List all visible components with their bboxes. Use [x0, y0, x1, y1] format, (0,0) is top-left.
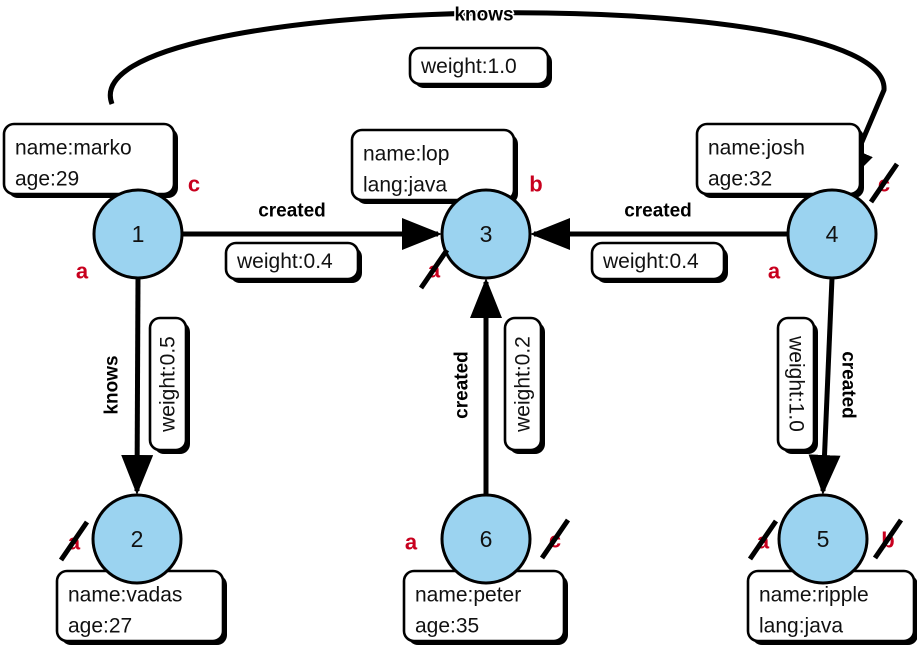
graph-node-2[interactable]: 2 — [91, 493, 183, 585]
edge-1-2-knows[interactable] — [121, 277, 154, 495]
property-text: age:27 — [68, 614, 132, 637]
property-text: weight:0.4 — [236, 250, 333, 273]
node-property-box-5: name:ripple lang:java — [746, 569, 917, 645]
property-text: weight:0.4 — [602, 250, 699, 273]
edges-layer: created created knows created created knows — [100, 3, 887, 495]
annotation-mark-a: a — [75, 257, 90, 284]
property-boxes-layer: weight:0.4 weight:0.4 weight:0.5 weight:0.2… — [2, 46, 917, 645]
property-text: name:ripple — [759, 583, 869, 606]
property-text: weight:1.0 — [420, 55, 517, 78]
annotation-mark-a: a — [767, 257, 782, 284]
edge-label-knows: knows — [102, 355, 123, 414]
node-id-label: 1 — [132, 221, 145, 247]
annotation-letter: a — [405, 530, 418, 555]
edge-label-created: created — [838, 351, 859, 419]
property-text: name:vadas — [68, 583, 182, 606]
edge-weight-box: weight:1.0 — [408, 46, 552, 88]
edge-label-knows: knows — [454, 5, 513, 26]
node-id-label: 3 — [480, 221, 493, 247]
edge-weight-box: weight:0.5 — [148, 316, 190, 454]
property-text: name:peter — [415, 583, 521, 606]
property-text: weight:1.0 — [785, 335, 808, 432]
node-id-label: 5 — [817, 526, 830, 552]
graph-node-6[interactable]: 6 — [440, 493, 532, 585]
property-text: weight:0.5 — [157, 336, 180, 433]
node-property-box-6: name:peter age:35 — [402, 569, 568, 645]
edge-weight-box: weight:0.4 — [590, 241, 728, 283]
graph-node-5[interactable]: 5 — [777, 493, 869, 585]
annotation-letter: b — [529, 172, 542, 197]
annotation-marks-layer: c a b a c a a a c a b — [58, 162, 904, 562]
node-id-label: 2 — [131, 526, 144, 552]
edge-weight-box: weight:0.2 — [503, 316, 545, 454]
property-text: weight:0.2 — [512, 336, 535, 433]
edge-weight-box: weight:1.0 — [776, 316, 818, 454]
annotation-mark-a: a — [404, 528, 419, 555]
node-property-box-3: name:lop lang:java — [350, 128, 518, 204]
node-property-box-2: name:vadas age:27 — [55, 569, 227, 645]
edge-1-4-knows[interactable] — [107, 10, 887, 188]
annotation-letter: a — [768, 259, 781, 284]
edge-label-created: created — [452, 351, 473, 419]
annotation-letter: c — [188, 172, 200, 197]
graph-node-4[interactable]: 4 — [786, 188, 878, 280]
edge-4-5-created[interactable] — [808, 277, 841, 495]
property-text: lang:java — [759, 614, 843, 637]
property-text: age:32 — [708, 167, 772, 190]
annotation-letter: a — [76, 259, 89, 284]
property-text: name:josh — [708, 136, 805, 159]
graph-node-1[interactable]: 1 — [92, 188, 184, 280]
annotation-mark-b-struck: b — [872, 518, 904, 560]
node-id-label: 6 — [480, 526, 493, 552]
node-id-label: 4 — [826, 221, 839, 247]
property-text: age:35 — [415, 614, 479, 637]
node-property-box-4: name:josh age:32 — [695, 122, 864, 198]
edge-weight-box: weight:0.4 — [224, 241, 362, 283]
nodes-layer: 1 2 3 4 5 6 — [91, 188, 878, 585]
property-text: age:29 — [15, 167, 79, 190]
annotation-mark-c-struck: c — [539, 518, 571, 560]
edge-label-created: created — [258, 201, 326, 222]
edge-label-created: created — [624, 201, 692, 222]
annotation-mark-a-struck: a — [418, 248, 450, 290]
annotation-mark-c: c — [187, 170, 201, 197]
annotation-mark-a-struck: a — [58, 520, 90, 562]
annotation-mark-c-struck: c — [868, 162, 900, 204]
node-property-box-1: name:marko age:29 — [2, 122, 178, 198]
property-text: name:marko — [15, 136, 132, 159]
annotation-mark-b: b — [528, 170, 544, 197]
property-text: lang:java — [363, 173, 447, 196]
graph-node-3[interactable]: 3 — [440, 188, 532, 280]
annotation-mark-a-struck: a — [747, 519, 779, 561]
property-text: name:lop — [363, 142, 449, 165]
